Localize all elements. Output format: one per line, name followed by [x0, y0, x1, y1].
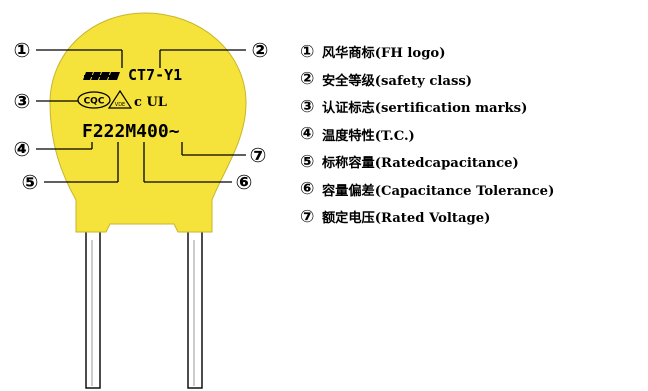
legend-number: ⑥	[300, 179, 315, 200]
legend-item: ① 风华商标(FH logo)	[300, 38, 645, 66]
callout-6: ⑥	[236, 170, 253, 194]
lead-left	[85, 221, 101, 389]
legend-text: 标称容量(Ratedcapacitance)	[322, 156, 519, 172]
legend-text: 额定电压(Rated Voltage)	[322, 211, 491, 227]
legend-text: 风华商标(FH logo)	[322, 46, 446, 62]
legend-number: ⑦	[300, 206, 315, 227]
callout-7: ⑦	[250, 143, 267, 167]
callout-5: ⑤	[22, 170, 39, 194]
legend-item: ④ 温度特性(T.C.)	[300, 121, 645, 149]
callout-3: ③	[14, 89, 31, 113]
callout-4: ④	[14, 137, 31, 161]
cqc-mark-icon: CQC	[77, 91, 111, 109]
model-text: CT7-Y1	[128, 66, 182, 84]
svg-text:CQC: CQC	[84, 97, 105, 107]
capacitor-code: F222M400~	[82, 121, 180, 142]
legend-number: ①	[300, 41, 315, 62]
legend-list: ① 风华商标(FH logo) ② 安全等级(safety class) ③ 认…	[300, 38, 645, 231]
legend-item: ⑤ 标称容量(Ratedcapacitance)	[300, 148, 645, 176]
legend-text: 容量偏差(Capacitance Tolerance)	[322, 183, 555, 199]
legend-number: ⑤	[300, 151, 315, 172]
ul-mark-icon: c UL	[134, 95, 167, 110]
legend-text: 温度特性(T.C.)	[322, 128, 415, 144]
capacitor-body	[49, 12, 247, 233]
callout-2: ②	[252, 38, 269, 62]
legend-number: ③	[300, 96, 315, 117]
callout-1: ①	[14, 38, 31, 62]
legend-item: ② 安全等级(safety class)	[300, 66, 645, 94]
fh-logo-icon	[83, 72, 120, 80]
svg-text:VDE: VDE	[115, 102, 125, 108]
legend-item: ③ 认证标志(sertification marks)	[300, 93, 645, 121]
legend-item: ⑥ 容量偏差(Capacitance Tolerance)	[300, 176, 645, 204]
legend-number: ④	[300, 124, 315, 145]
legend-text: 安全等级(safety class)	[322, 73, 473, 89]
legend-text: 认证标志(sertification marks)	[322, 101, 528, 117]
lead-right	[187, 221, 203, 389]
legend-item: ⑦ 额定电压(Rated Voltage)	[300, 203, 645, 231]
legend-number: ②	[300, 69, 315, 90]
vde-mark-icon: VDE	[107, 89, 133, 109]
